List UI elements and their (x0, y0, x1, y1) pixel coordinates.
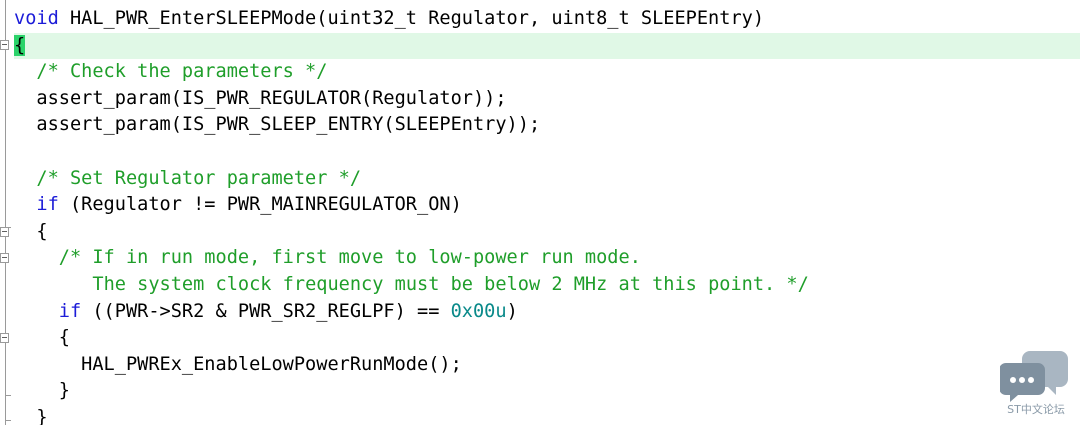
code-token: The system clock frequency must be below… (92, 273, 809, 295)
forum-watermark: ST中文论坛 (999, 345, 1072, 417)
line-signature[interactable]: void HAL_PWR_EnterSLEEPMode(uint32_t Reg… (14, 6, 1080, 33)
fold-collapse-icon[interactable] (0, 40, 9, 50)
code-token (14, 247, 59, 268)
code-token: /* If in run mode, first move to low-pow… (58, 247, 641, 269)
fold-collapse-icon[interactable] (0, 333, 9, 343)
code-token: { (14, 220, 48, 242)
watermark-label: ST中文论坛 (1007, 403, 1065, 416)
code-token: assert_param(IS_PWR_REGULATOR(Regulator)… (14, 87, 507, 109)
fold-collapse-icon[interactable] (0, 227, 9, 237)
fold-tick (5, 395, 11, 396)
code-token: assert_param(IS_PWR_SLEEP_ENTRY(SLEEPEnt… (14, 114, 541, 136)
code-token: /* Set Regulator parameter */ (36, 167, 362, 189)
chat-bubbles-icon (999, 351, 1068, 402)
code-token: void (14, 8, 59, 29)
code-token: ) (506, 300, 518, 322)
code-token: /* Check the parameters */ (36, 61, 328, 83)
code-token: if (58, 300, 82, 322)
fold-line (5, 0, 6, 425)
line-comment-run-mode[interactable]: /* If in run mode, first move to low-pow… (14, 245, 1080, 272)
code-token (14, 274, 92, 295)
fold-gutter (0, 0, 12, 425)
line-open-brace[interactable]: { (14, 32, 1080, 60)
line-assert-regulator[interactable]: assert_param(IS_PWR_REGULATOR(Regulator)… (14, 86, 1080, 113)
line-brace-close-2[interactable]: } (14, 405, 1080, 425)
line-brace-close-3[interactable]: } (14, 378, 1080, 405)
code-token: (Regulator != PWR_MAINREGULATOR_ON) (58, 194, 462, 216)
code-token: HAL_PWREx_EnableLowPowerRunMode(); (14, 353, 462, 375)
code-token (14, 61, 36, 82)
line-comment-set-regulator[interactable]: /* Set Regulator parameter */ (14, 166, 1080, 193)
code-token: 0x00u (450, 300, 507, 322)
code-token (14, 168, 36, 189)
code-token: HAL_PWR_EnterSLEEPMode(uint32_t Regulato… (58, 8, 765, 29)
fold-collapse-icon[interactable] (0, 253, 9, 263)
code-token: ((PWR->SR2 & PWR_SR2_REGLPF) == (81, 300, 451, 322)
line-comment-check[interactable]: /* Check the parameters */ (14, 59, 1080, 86)
code-token: { (14, 327, 70, 349)
line-if-regulator[interactable]: if (Regulator != PWR_MAINREGULATOR_ON) (14, 192, 1080, 219)
code-area[interactable]: void HAL_PWR_EnterSLEEPMode(uint32_t Reg… (14, 0, 1080, 425)
fold-tick (5, 420, 11, 421)
line-blank[interactable] (14, 139, 1080, 166)
code-token (14, 194, 36, 215)
code-token (14, 141, 25, 162)
line-comment-clock[interactable]: The system clock frequency must be below… (14, 272, 1080, 299)
line-enable-lprun[interactable]: HAL_PWREx_EnableLowPowerRunMode(); (14, 352, 1080, 379)
code-token: } (14, 380, 70, 402)
code-token: if (36, 194, 59, 216)
line-if-regpf[interactable]: if ((PWR->SR2 & PWR_SR2_REGLPF) == 0x00u… (14, 299, 1080, 326)
code-token: { (14, 34, 26, 56)
code-token (14, 301, 59, 322)
code-token: } (14, 406, 48, 425)
line-assert-sleep-entry[interactable]: assert_param(IS_PWR_SLEEP_ENTRY(SLEEPEnt… (14, 112, 1080, 139)
line-brace-open-2[interactable]: { (14, 219, 1080, 246)
line-brace-open-3[interactable]: { (14, 325, 1080, 352)
